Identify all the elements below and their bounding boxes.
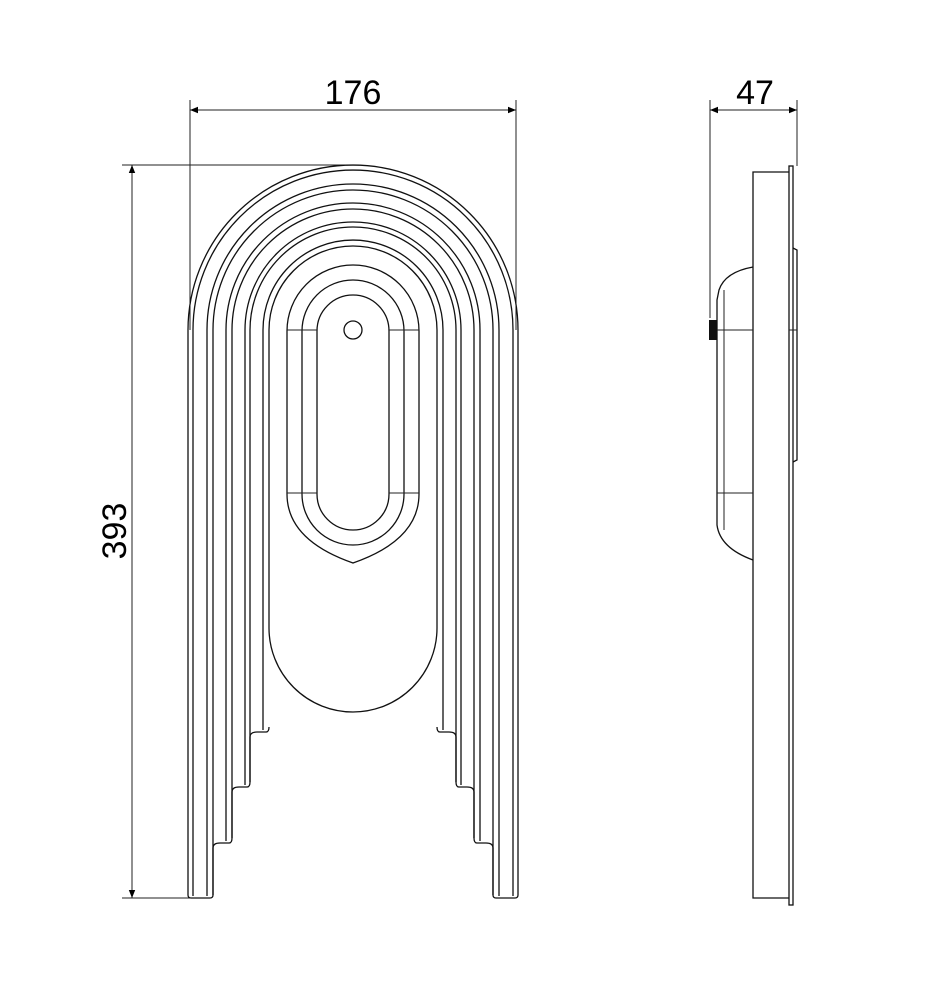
side-body — [752, 171, 789, 899]
front-view — [187, 164, 519, 899]
band-foot — [492, 894, 519, 899]
lower-panel-arc — [268, 627, 438, 713]
band-step — [249, 726, 270, 782]
arch-band-line — [187, 164, 519, 895]
arch-band-line — [244, 221, 462, 785]
shade-outer — [286, 264, 420, 564]
depth-label: 47 — [736, 74, 774, 112]
side-mount-bracket — [792, 247, 798, 463]
shade-middle — [301, 279, 405, 546]
arch-band-line — [249, 226, 457, 782]
arch-band-line — [262, 239, 444, 730]
band-step — [473, 837, 494, 895]
switch-knob-icon — [709, 320, 717, 340]
arch-band-line — [231, 208, 475, 838]
band-step — [212, 837, 233, 895]
arch-band-line — [192, 169, 514, 896]
width-dimension: 176 — [189, 74, 517, 330]
band-step — [436, 726, 457, 782]
side-backplate — [788, 165, 794, 906]
arch-band-line — [206, 183, 500, 896]
width-label: 176 — [325, 74, 382, 112]
side-view: 47 — [709, 74, 798, 906]
band-step — [455, 781, 475, 838]
height-dimension: 393 — [96, 164, 353, 899]
shade-inner — [316, 294, 390, 531]
section-lines — [287, 329, 419, 494]
mounting-hole-icon — [343, 320, 363, 340]
arch-band-line — [212, 189, 494, 895]
band-step — [231, 781, 251, 838]
arch-band-line — [225, 202, 481, 841]
arch-band-line — [268, 245, 438, 628]
side-shade-bump — [716, 266, 754, 561]
band-foot — [187, 894, 214, 899]
height-label: 393 — [96, 503, 134, 560]
